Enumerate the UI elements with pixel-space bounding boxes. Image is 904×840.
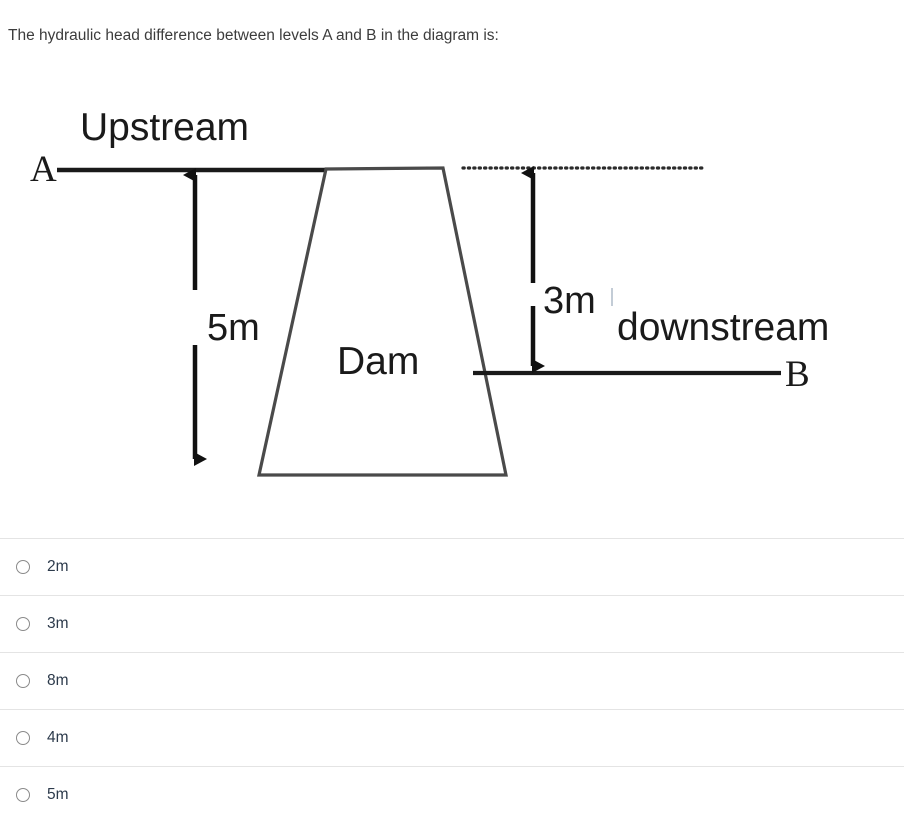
answer-option-row-4[interactable]: 4m xyxy=(0,709,904,766)
dam-label: Dam xyxy=(337,340,419,383)
answer-option-row-2[interactable]: 3m xyxy=(0,595,904,652)
answer-option-row-5[interactable]: 5m xyxy=(0,766,904,823)
dam-body-shape xyxy=(257,166,508,477)
radio-button-icon[interactable] xyxy=(16,560,30,574)
answer-option-row-1[interactable]: 2m xyxy=(0,538,904,595)
answer-option-label: 5m xyxy=(47,785,69,803)
radio-button-icon[interactable] xyxy=(16,617,30,631)
radio-button-icon[interactable] xyxy=(16,731,30,745)
downstream-depth-label: 3m xyxy=(543,280,596,322)
level-a-label: A xyxy=(30,149,57,190)
answer-option-row-3[interactable]: 8m xyxy=(0,652,904,709)
answer-option-label: 2m xyxy=(47,558,69,576)
answer-options-list: 2m 3m 8m 4m 5m xyxy=(0,538,904,823)
hydraulic-dam-diagram: A Upstream Dam B downstream 5m 3m xyxy=(0,78,904,518)
upstream-label: Upstream xyxy=(80,106,249,149)
question-prompt: The hydraulic head difference between le… xyxy=(8,27,499,44)
level-b-label: B xyxy=(785,354,810,395)
downstream-label: downstream xyxy=(617,306,829,349)
radio-button-icon[interactable] xyxy=(16,787,30,802)
upstream-depth-label: 5m xyxy=(207,307,260,349)
answer-option-label: 3m xyxy=(47,615,69,633)
dam-diagram-svg: A Upstream Dam B downstream 5m 3m xyxy=(30,106,829,477)
radio-button-icon[interactable] xyxy=(16,674,30,688)
answer-option-label: 8m xyxy=(47,672,69,690)
answer-option-label: 4m xyxy=(47,729,69,747)
